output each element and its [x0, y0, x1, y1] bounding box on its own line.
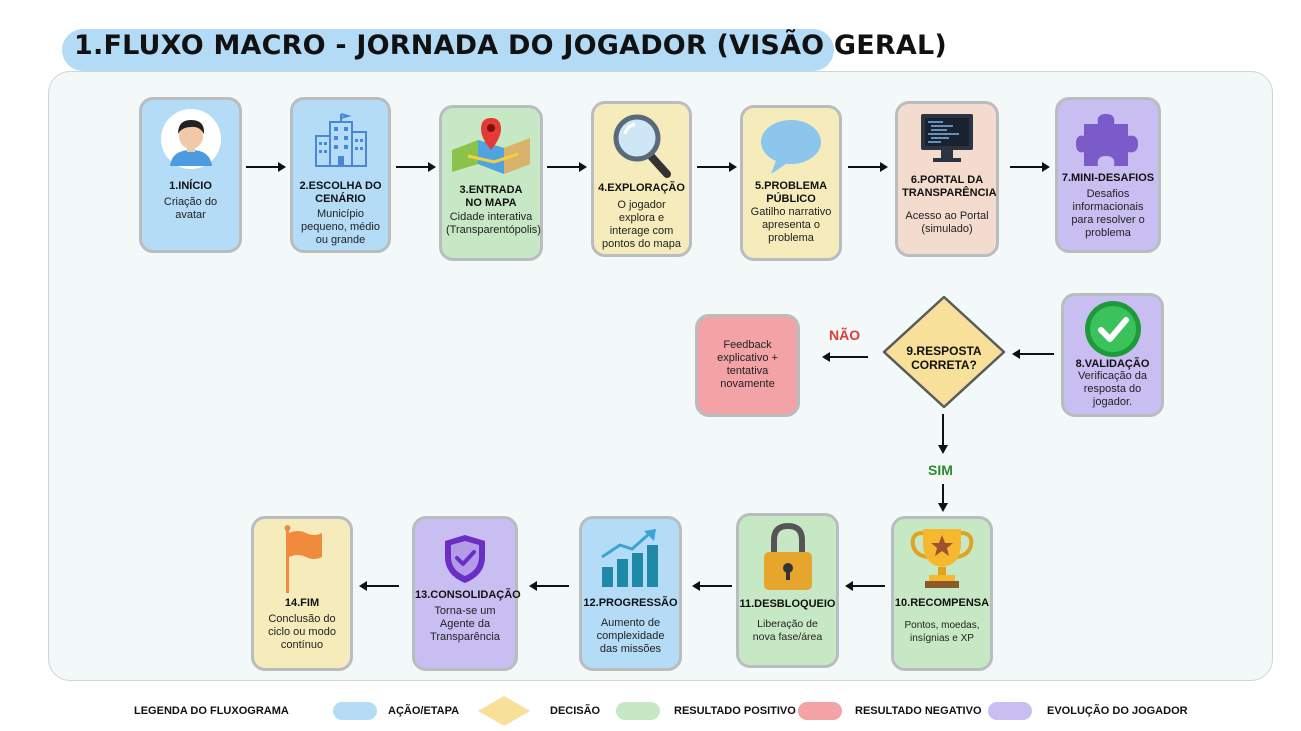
legend-label-decisao: DECISÃO: [550, 705, 601, 717]
node-progressao-title: 12.PROGRESSÃO: [583, 597, 678, 609]
node-recompensa-desc: Pontos, moedas, insígnias e XP: [904, 620, 980, 644]
page-title: 1.FLUXO MACRO - JORNADA DO JOGADOR (VISÃ…: [74, 30, 947, 61]
node-inicio-desc: Criação do avatar: [163, 196, 218, 221]
arrow-2-3: [396, 162, 436, 172]
node-entrada-desc: Cidade interativa (Transparentópolis): [446, 211, 541, 236]
node-consolidacao-title: 13.CONSOLIDAÇÃO: [415, 589, 521, 601]
node-desbloqueio-title: 11.DESBLOQUEIO: [739, 598, 836, 610]
legend-swatch-decisao: [478, 696, 530, 726]
legend-swatch-acao: [333, 702, 377, 720]
magnifier-icon: [613, 114, 671, 178]
decision-label: 9.RESPOSTA CORRETA?: [906, 344, 982, 372]
puzzle-piece-icon: [1076, 114, 1138, 166]
node-mini-desafios-desc: Desafios informacionais para resolver o …: [1071, 188, 1145, 239]
title-banner: [62, 29, 834, 71]
node-escolha-desc: Município pequeno, médio ou grande: [301, 208, 380, 246]
legend-label-positivo: RESULTADO POSITIVO: [674, 705, 796, 717]
node-progressao-desc: Aumento de complexidade das missões: [596, 617, 665, 655]
label-sim: SIM: [928, 462, 953, 478]
legend-swatch-positivo: [616, 702, 660, 720]
legend-label-evolucao: EVOLUÇÃO DO JOGADOR: [1047, 705, 1188, 717]
speech-bubble-icon: [761, 120, 821, 174]
arrow-9-10: [938, 414, 948, 454]
node-escolha-title: 2.ESCOLHA DO CENÁRIO: [299, 180, 382, 205]
node-consolidacao-desc: Torna-se um Agente da Transparência: [430, 605, 500, 643]
node-escolha-cenario: 2.ESCOLHA DO CENÁRIO Município pequeno, …: [290, 97, 391, 253]
padlock-icon: [763, 522, 812, 590]
decision-diamond: [882, 295, 1006, 409]
node-consolidacao: 13.CONSOLIDAÇÃO Torna-se um Agente da Tr…: [412, 516, 521, 671]
computer-monitor-icon: [921, 114, 973, 162]
node-feedback: Feedback explicativo + tentativa novamen…: [695, 314, 800, 417]
arrow-11-12: [692, 581, 732, 591]
node-problema-title: 5.PROBLEMA PÚBLICO: [754, 180, 828, 205]
node-progressao: 12.PROGRESSÃO Aumento de complexidade da…: [579, 516, 682, 671]
flag-icon: [284, 525, 322, 593]
arrow-3-4: [547, 162, 587, 172]
node-portal-desc: Acesso ao Portal (simulado): [905, 210, 989, 235]
node-exploracao-desc: O jogador explora e interage com pontos …: [602, 199, 681, 250]
arrow-sim-10: [938, 484, 948, 512]
map-pin-icon: [452, 118, 530, 174]
shield-check-icon: [445, 535, 485, 583]
node-mini-desafios: 7.MINI-DESAFIOS Desafios informacionais …: [1055, 97, 1161, 253]
node-fim: 14.FIM Conclusão do ciclo ou modo contín…: [251, 516, 353, 671]
node-entrada-mapa: 3.ENTRADA NO MAPA Cidade interativa (Tra…: [439, 105, 543, 261]
check-circle-icon: [1084, 301, 1141, 357]
node-feedback-desc: Feedback explicativo + tentativa novamen…: [717, 339, 778, 390]
node-inicio: 1.INÍCIO Criação do avatar: [139, 97, 242, 253]
node-desbloqueio: 11.DESBLOQUEIO Liberação de nova fase/ár…: [736, 513, 839, 668]
legend-swatch-negativo: [798, 702, 842, 720]
arrow-9-feedback: [822, 352, 868, 362]
arrow-8-9: [1012, 349, 1054, 359]
node-problema-desc: Gatilho narrativo apresenta o problema: [750, 206, 832, 244]
node-exploracao: 4.EXPLORAÇÃO O jogador explora e interag…: [591, 101, 692, 257]
node-fim-title: 14.FIM: [284, 597, 320, 609]
arrow-5-6: [848, 162, 888, 172]
arrow-10-11: [845, 581, 885, 591]
node-fim-desc: Conclusão do ciclo ou modo contínuo: [268, 613, 336, 651]
node-problema-publico: 5.PROBLEMA PÚBLICO Gatilho narrativo apr…: [740, 105, 842, 261]
arrow-6-7: [1010, 162, 1050, 172]
node-inicio-title: 1.INÍCIO: [169, 180, 212, 192]
bar-chart-up-icon: [600, 529, 658, 587]
node-portal-title: 6.PORTAL DA TRANSPARÊNCIA: [902, 174, 997, 199]
node-recompensa-title: 10.RECOMPENSA: [894, 597, 990, 609]
node-entrada-title: 3.ENTRADA NO MAPA: [459, 184, 523, 209]
node-validacao-title: 8.VALIDAÇÃO: [1075, 358, 1150, 370]
node-mini-desafios-title: 7.MINI-DESAFIOS: [1061, 172, 1155, 184]
node-exploracao-title: 4.EXPLORAÇÃO: [598, 182, 685, 194]
node-validacao-desc: Verificação da resposta do jogador.: [1077, 370, 1148, 408]
legend-swatch-evolucao: [988, 702, 1032, 720]
legend-label-acao: AÇÃO/ETAPA: [388, 705, 460, 717]
label-nao: NÃO: [829, 327, 861, 343]
arrow-1-2: [246, 162, 286, 172]
city-buildings-icon: [314, 113, 367, 167]
arrow-4-5: [697, 162, 737, 172]
avatar-icon: [160, 109, 221, 169]
legend-label-negativo: RESULTADO NEGATIVO: [855, 705, 982, 717]
legend-title: LEGENDA DO FLUXOGRAMA: [134, 705, 289, 717]
node-desbloqueio-desc: Liberação de nova fase/área: [752, 618, 823, 643]
node-validacao: 8.VALIDAÇÃO Verificação da resposta do j…: [1061, 293, 1164, 417]
node-recompensa: 10.RECOMPENSA Pontos, moedas, insígnias …: [891, 516, 993, 671]
trophy-icon: [910, 529, 974, 588]
node-portal-transparencia: 6.PORTAL DA TRANSPARÊNCIA Acesso ao Port…: [895, 101, 999, 257]
arrow-12-13: [529, 581, 569, 591]
arrow-13-14: [359, 581, 399, 591]
